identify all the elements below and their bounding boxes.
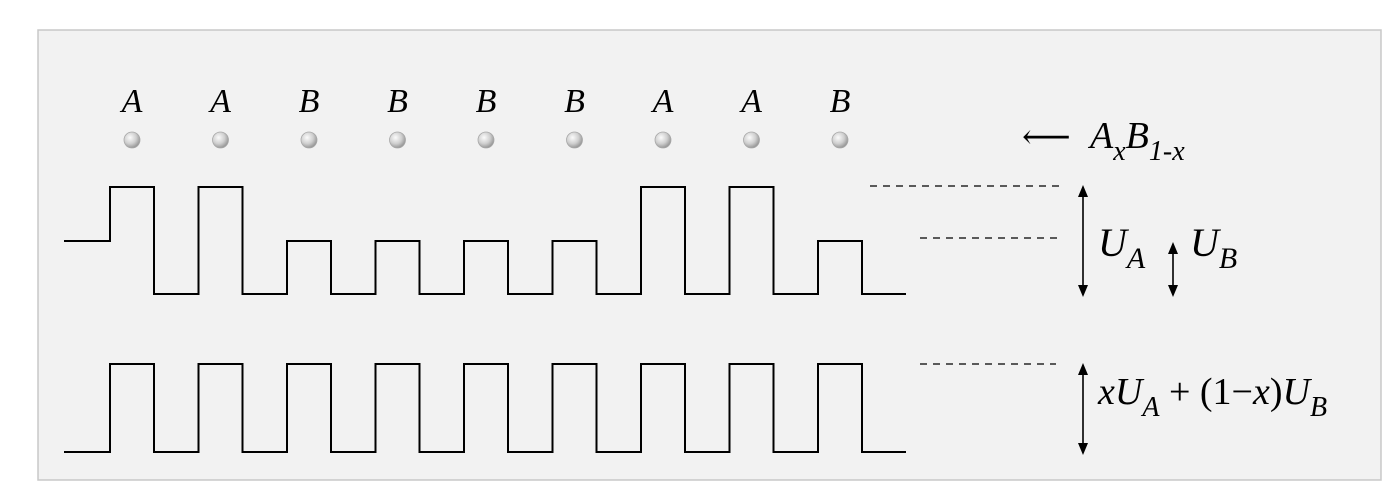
average-potential-wave (64, 363, 906, 453)
alloy-base-a: A (1087, 115, 1114, 157)
atom-label: B (830, 83, 851, 120)
atom-sphere (389, 131, 406, 149)
atom-sphere (831, 131, 849, 149)
average-double-arrow (1078, 363, 1088, 455)
atom-sphere (654, 131, 672, 149)
alloy-sub-x: x (1112, 136, 1126, 167)
atom-label: B (387, 83, 408, 120)
ub-double-arrow (1168, 242, 1178, 297)
atom-label: A (739, 83, 762, 120)
atom-label: A (651, 83, 674, 120)
atom-sphere (743, 131, 760, 149)
diagram-panel (37, 29, 1382, 481)
atom-label: B (299, 83, 320, 120)
atom-label: B (476, 83, 497, 120)
atom-label: A (120, 83, 143, 120)
alloy-base-b: B (1126, 115, 1149, 157)
alloy-formula: ⟵ AxB1-x (1022, 115, 1185, 167)
atom-sphere (123, 131, 141, 149)
ua-label: UA (1098, 220, 1146, 275)
alloy-formula-text: AxB1-x (1087, 115, 1185, 167)
actual-potential-wave (64, 186, 906, 295)
atom-sphere (477, 131, 495, 149)
atom-sphere (212, 131, 229, 149)
ua-double-arrow (1078, 185, 1088, 297)
atom-sphere (566, 131, 583, 149)
average-potential-label: xUA + (1−x)UB (1097, 371, 1327, 423)
atom-label: B (564, 83, 585, 120)
alloy-arrow: ⟵ (1022, 119, 1071, 156)
atom-label: A (208, 83, 231, 120)
alloy-sub-1mx: 1-x (1149, 136, 1185, 167)
ub-label: UB (1190, 220, 1237, 275)
atom-spheres (123, 131, 849, 149)
atom-sphere (300, 131, 318, 149)
